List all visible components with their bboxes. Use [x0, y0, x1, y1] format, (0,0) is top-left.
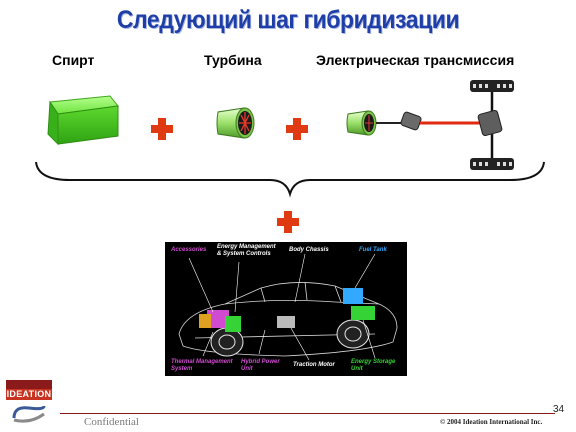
confidential-label: Confidential	[84, 416, 139, 428]
label-spirit: Спирт	[52, 52, 95, 68]
electric-transmission-icon	[346, 80, 514, 170]
label-traction-motor: Traction Motor	[293, 362, 335, 368]
plus-icon	[286, 118, 308, 140]
plus-icon	[151, 118, 173, 140]
label-thermal-management: Thermal Management System	[171, 359, 233, 372]
label-electric-transmission: Электрическая трансмиссия	[316, 52, 515, 68]
plus-icon	[277, 211, 299, 233]
copyright-notice: © 2004 Ideation International Inc.	[440, 418, 543, 426]
ideation-logo: IDEATION	[6, 380, 52, 426]
logo-text: IDEATION	[6, 389, 52, 400]
turbine-icon	[216, 107, 255, 139]
curly-brace	[35, 161, 545, 198]
page-number: 34	[553, 404, 565, 415]
logo-swirl-icon	[12, 405, 46, 423]
hybrid-car-diagram: Accessories Energy Management & System C…	[165, 242, 407, 376]
label-body-chassis: Body Chassis	[289, 247, 329, 253]
label-hybrid-power-unit: Hybrid Power Unit	[241, 359, 280, 372]
logo-top-bar	[6, 380, 52, 389]
slide-title: Следующий шаг гибридизации	[116, 6, 460, 34]
label-energy-storage-unit: Energy Storage Unit	[351, 359, 396, 372]
alcohol-cube-icon	[47, 95, 119, 146]
label-energy-management: Energy Management & System Controls	[217, 244, 276, 257]
label-turbine: Турбина	[204, 52, 262, 68]
footer-divider	[60, 413, 555, 414]
car-wireframe-image	[178, 253, 398, 361]
label-accessories: Accessories	[171, 247, 207, 253]
label-fuel-tank: Fuel Tank	[359, 247, 387, 253]
